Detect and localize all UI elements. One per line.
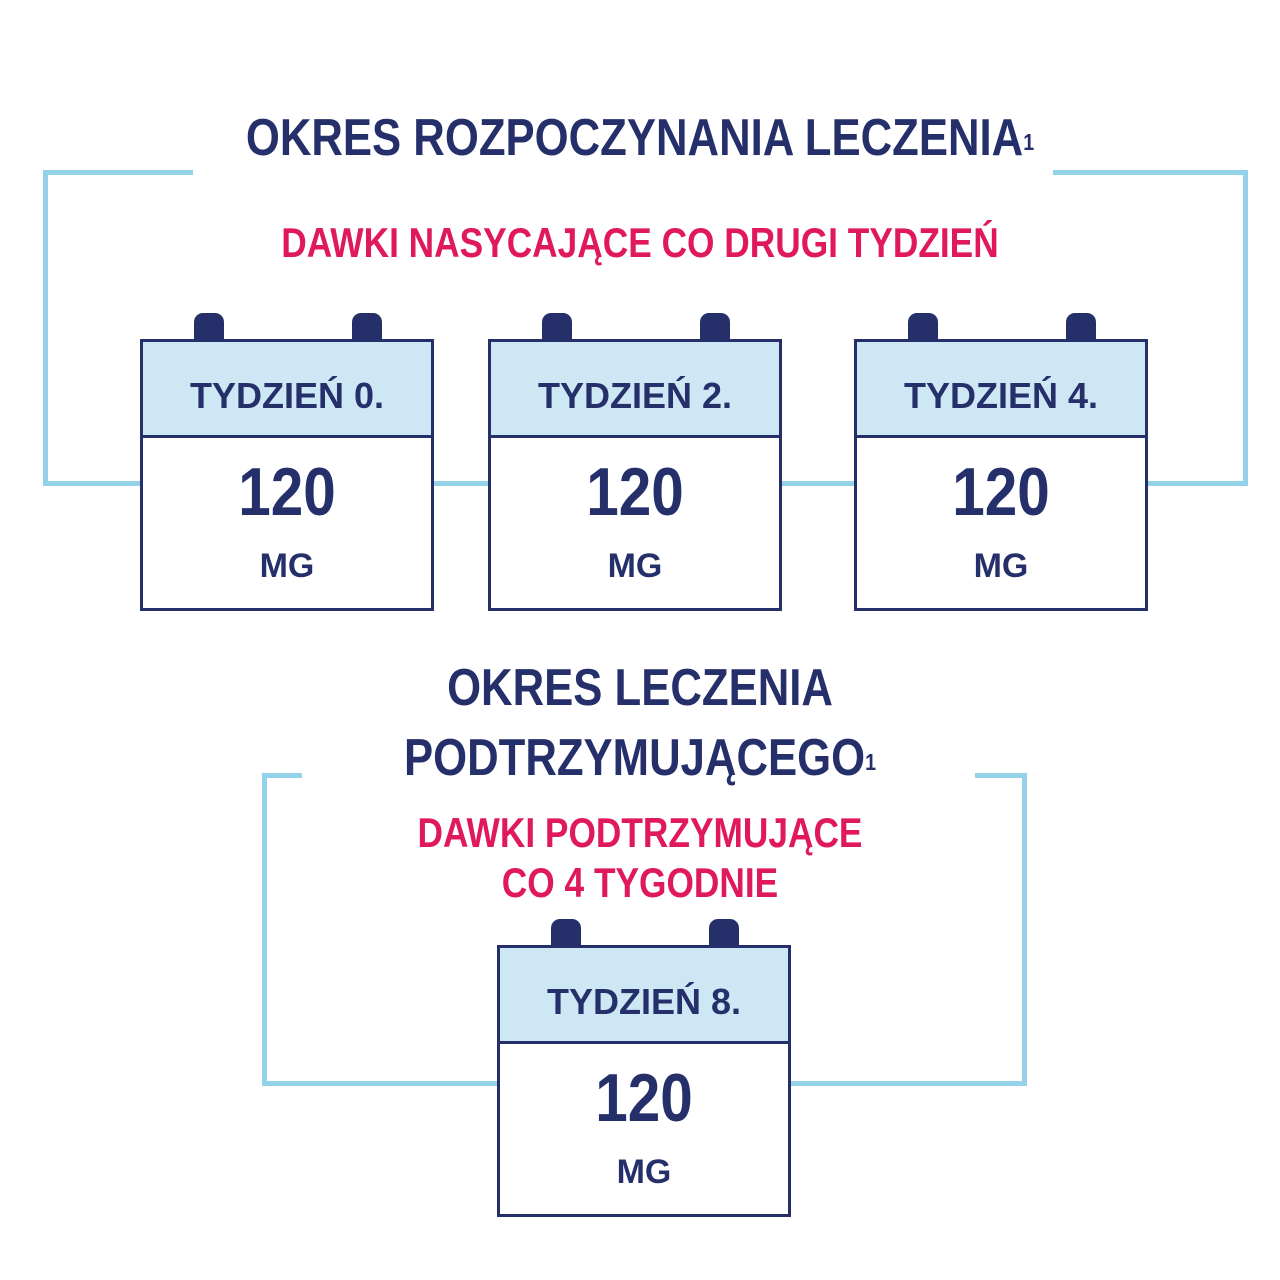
calendar-header: TYDZIEŃ 0. <box>143 342 431 438</box>
calendar-dose-amount: 120 <box>586 454 684 530</box>
maintenance-title-footnote: 1 <box>865 748 877 775</box>
calendar-header: TYDZIEŃ 2. <box>491 342 779 438</box>
maintenance-bracket-top-left <box>262 773 302 778</box>
calendar-week-label: TYDZIEŃ 8. <box>546 981 742 1022</box>
calendar-dose-unit: MG <box>616 1153 672 1191</box>
calendar-dose-amount: 120 <box>595 1060 693 1136</box>
calendar-week-0: TYDZIEŃ 0. 120 MG <box>140 313 434 611</box>
maintenance-period-subtitle-line1: DAWKI PODTRZYMUJĄCE <box>417 809 863 856</box>
maintenance-period-subtitle-line2: CO 4 TYGODNIE <box>501 859 779 906</box>
loading-bracket-top-right <box>1053 170 1248 175</box>
calendar-header: TYDZIEŃ 4. <box>857 342 1145 438</box>
calendar-dose-amount: 120 <box>952 454 1050 530</box>
calendar-week-4: TYDZIEŃ 4. 120 MG <box>854 313 1148 611</box>
calendar-week-2: TYDZIEŃ 2. 120 MG <box>488 313 782 611</box>
calendar-dose-amount: 120 <box>238 454 336 530</box>
loading-title-footnote: 1 <box>1023 128 1035 155</box>
calendar-week-label: TYDZIEŃ 0. <box>189 375 385 416</box>
calendar-dose-unit: MG <box>607 547 663 585</box>
loading-bracket-top-left <box>43 170 193 175</box>
calendar-week-label: TYDZIEŃ 2. <box>537 375 733 416</box>
calendar-dose-unit: MG <box>973 547 1029 585</box>
calendar-week-8: TYDZIEŃ 8. 120 MG <box>497 919 791 1217</box>
calendar-header: TYDZIEŃ 8. <box>500 948 788 1044</box>
maintenance-bracket-top-right <box>975 773 1027 778</box>
calendar-week-label: TYDZIEŃ 4. <box>903 375 1099 416</box>
maintenance-period-title-line2: PODTRZYMUJĄCEGO1 <box>403 729 877 787</box>
loading-period-title: OKRES ROZPOCZYNANIA LECZENIA1 <box>245 109 1035 167</box>
loading-period-subtitle: DAWKI NASYCAJĄCE CO DRUGI TYDZIEŃ <box>281 219 999 266</box>
calendar-dose-unit: MG <box>259 547 315 585</box>
maintenance-period-title-line1: OKRES LECZENIA <box>447 659 833 717</box>
